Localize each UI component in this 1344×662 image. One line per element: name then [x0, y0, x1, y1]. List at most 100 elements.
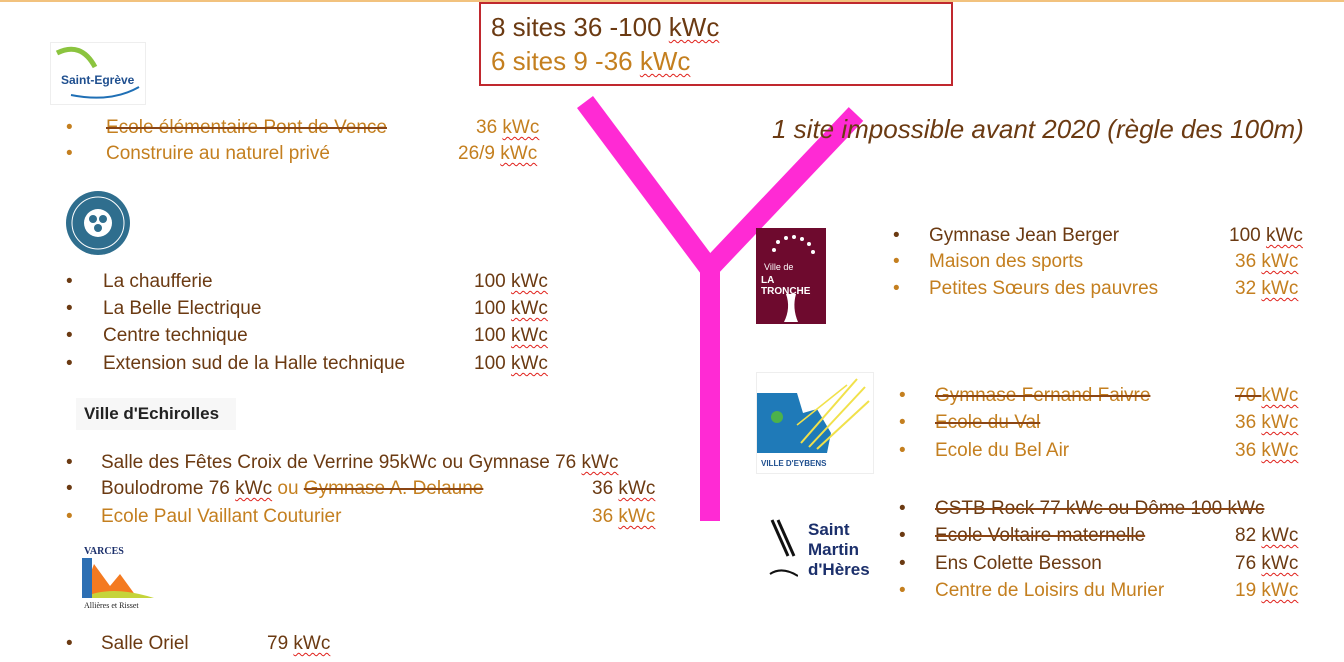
bullet: •	[899, 385, 906, 406]
item-value: 100	[474, 353, 511, 374]
note-text: 1 site impossible avant 2020 (règle des …	[772, 114, 1304, 144]
item-value: 76	[1235, 553, 1262, 574]
item-label: Ecole Paul Vaillant Couturier	[101, 506, 342, 527]
item-value: 36	[592, 506, 619, 527]
y-right-arm	[698, 107, 864, 279]
item-value: 100	[474, 325, 511, 346]
bullet: •	[66, 452, 73, 473]
list-item: • Centre technique 100 kWc	[66, 323, 566, 349]
bullet: •	[899, 412, 906, 433]
la-tronche-tree-icon	[772, 235, 815, 322]
list-item: • Ecole Voltaire maternelle 82 kWc	[899, 523, 1339, 549]
list-item: • Salle Oriel 79 kWc	[66, 631, 386, 657]
item-value: 32	[1235, 278, 1262, 299]
summary-line-2: 6 sites 9 -36 kWc	[491, 44, 951, 78]
bullet: •	[66, 143, 73, 164]
item-unit: kWc	[618, 478, 656, 499]
saint-egreve-logo: Saint-Egrève	[50, 42, 146, 105]
grenoble-seal-icon	[66, 191, 130, 255]
item-label: Maison des sports	[929, 251, 1084, 272]
eybens-logo: VILLE D'EYBENS	[756, 372, 874, 474]
smh-line-3: d'Hères	[808, 560, 870, 579]
varces-logo-title: VARCES	[84, 546, 124, 557]
item-unit: kWc	[500, 143, 538, 164]
item-value: 100	[1229, 225, 1266, 246]
bullet: •	[893, 225, 900, 246]
summary-box: 8 sites 36 -100 kWc 6 sites 9 -36 kWc	[479, 2, 953, 86]
item-label: La Belle Electrique	[103, 298, 262, 319]
item-unit: kWc	[1265, 225, 1303, 246]
summary-line-1-text: 8 sites 36 -100	[491, 12, 669, 42]
list-item: • Salle des Fêtes Croix de Verrine 95kWc…	[66, 450, 676, 476]
item-unit: kWc	[1261, 412, 1299, 433]
list-item: • Ecole du Bel Air 36 kWc	[899, 438, 1339, 464]
list-item: • Ecole du Val 36 kWc	[899, 410, 1339, 436]
item-value: 100	[474, 271, 511, 292]
summary-line-1: 8 sites 36 -100 kWc	[491, 10, 951, 44]
item-unit: kWc	[510, 353, 548, 374]
item-label-connector: ou	[272, 478, 304, 499]
item-unit: kWc	[510, 271, 548, 292]
item-unit: kWc	[1261, 385, 1299, 406]
list-item: • Maison des sports 36 kWc	[893, 249, 1333, 275]
item-label: Petites Sœurs des pauvres	[929, 278, 1159, 299]
bullet: •	[66, 298, 73, 319]
item-value: 36	[1235, 251, 1262, 272]
item-label-struck: Gymnase A. Delaune	[303, 478, 484, 499]
saint-martin-dheres-logo-text: Saint Martin d'Hères	[808, 520, 870, 580]
bullet: •	[899, 440, 906, 461]
item-unit: kWc	[1261, 251, 1299, 272]
bullet: •	[66, 633, 73, 654]
varces-logo-subtitle: Allières et Risset	[84, 601, 139, 610]
list-item: • Centre de Loisirs du Murier 19 kWc	[899, 578, 1339, 604]
top-rule	[0, 0, 1344, 2]
eybens-logo-text: VILLE D'EYBENS	[761, 459, 827, 468]
item-label: Boulodrome 76	[101, 478, 236, 499]
list-item: • La Belle Electrique 100 kWc	[66, 296, 566, 322]
list-item: • Ecole élémentaire Pont de Vence 36 kWc	[66, 115, 566, 141]
item-label: Ens Colette Besson	[935, 553, 1102, 574]
item-unit: kWc	[618, 506, 656, 527]
list-item: • CSTB Rock 77 kWc ou Dôme 100 kWc	[899, 496, 1339, 522]
item-label: Salle des Fêtes Croix de Verrine 95kWc o…	[101, 452, 582, 473]
bullet: •	[66, 478, 73, 499]
smh-line-1: Saint	[808, 520, 850, 539]
echirolles-logo: Ville d'Echirolles	[76, 398, 236, 430]
bullet: •	[899, 553, 906, 574]
item-label: Ecole Voltaire maternelle	[935, 525, 1146, 546]
saint-martin-dheres-mark-icon	[769, 519, 798, 577]
bullet: •	[899, 580, 906, 601]
item-value: 79	[267, 633, 294, 654]
la-tronche-logo: Ville de LA TRONCHE	[756, 228, 826, 324]
bullet: •	[66, 117, 73, 138]
item-unit: kWc	[1261, 440, 1299, 461]
saint-egreve-logo-text: Saint-Egrève	[61, 73, 135, 87]
item-label: La chaufferie	[103, 271, 213, 292]
item-label: CSTB Rock 77 kWc ou Dôme 100 kWc	[935, 498, 1265, 519]
bullet: •	[66, 353, 73, 374]
item-label-unit: kWc	[235, 478, 273, 499]
item-unit: kWc	[502, 117, 540, 138]
item-value: 19	[1235, 580, 1262, 601]
list-item: • Petites Sœurs des pauvres 32 kWc	[893, 276, 1333, 302]
saint-martin-dheres-logo: Saint Martin d'Hères	[768, 516, 870, 584]
item-unit: kWc	[1261, 525, 1299, 546]
item-unit: kWc	[510, 325, 548, 346]
varces-mountain-icon	[82, 558, 154, 598]
list-item: • La chaufferie 100 kWc	[66, 269, 566, 295]
item-label: Ecole du Bel Air	[935, 440, 1070, 461]
saint-egreve-swoosh-icon	[55, 46, 140, 99]
list-item: • Gymnase Jean Berger 100 kWc	[893, 223, 1333, 249]
la-tronche-logo-top: Ville de	[764, 262, 794, 272]
item-label: Extension sud de la Halle technique	[103, 353, 406, 374]
summary-line-1-unit: kWc	[668, 12, 720, 42]
item-label: Centre technique	[103, 325, 248, 346]
item-value: 26/9	[458, 143, 501, 164]
item-unit: kWc	[1261, 580, 1299, 601]
item-label: Centre de Loisirs du Murier	[935, 580, 1165, 601]
item-value: 82	[1235, 525, 1262, 546]
item-value: 36	[1235, 412, 1262, 433]
echirolles-logo-text: Ville d'Echirolles	[84, 404, 220, 423]
bullet: •	[66, 325, 73, 346]
item-value: 36	[1235, 440, 1262, 461]
